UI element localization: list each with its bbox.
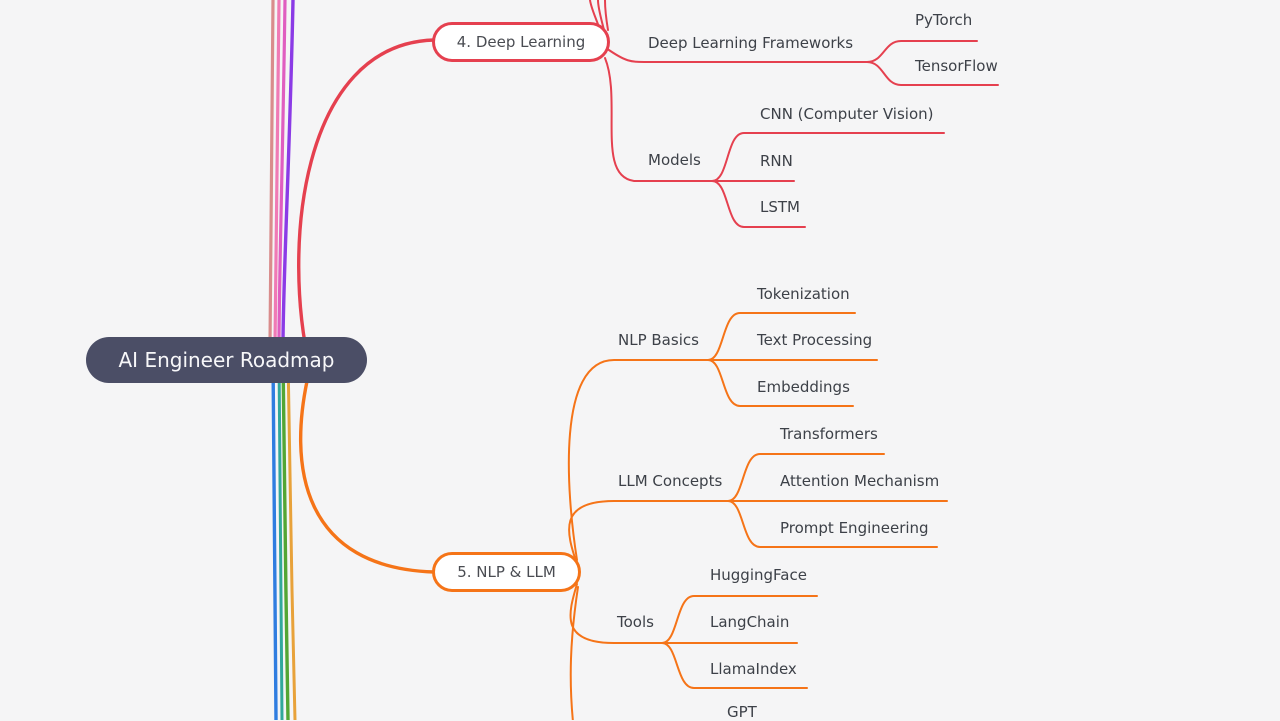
node-cnn[interactable]: CNN (Computer Vision): [760, 105, 934, 123]
node-langchain[interactable]: LangChain: [710, 613, 790, 631]
offscreen-trunks-below: [271, 356, 297, 720]
node-text-processing[interactable]: Text Processing: [757, 331, 873, 349]
node-nlp-llm-label: 5. NLP & LLM: [457, 563, 556, 581]
node-tensorflow[interactable]: TensorFlow: [915, 57, 998, 75]
node-gpt[interactable]: GPT: [727, 703, 757, 721]
node-llm-concepts[interactable]: LLM Concepts: [618, 472, 723, 490]
node-prompt-engineering[interactable]: Prompt Engineering: [780, 519, 929, 537]
branch-deep-learning-edges: [297, 0, 999, 370]
node-lstm[interactable]: LSTM: [760, 198, 800, 216]
node-huggingface[interactable]: HuggingFace: [710, 566, 807, 584]
branch-nlp-llm-edges: [299, 312, 948, 720]
node-deep-learning-label: 4. Deep Learning: [456, 33, 586, 51]
root-node[interactable]: AI Engineer Roadmap: [86, 337, 367, 383]
node-pytorch[interactable]: PyTorch: [915, 11, 973, 29]
node-nlp-basics[interactable]: NLP Basics: [618, 331, 699, 349]
node-transformers[interactable]: Transformers: [780, 425, 878, 443]
node-models[interactable]: Models: [648, 151, 701, 169]
node-deep-learning[interactable]: 4. Deep Learning: [432, 22, 610, 62]
root-node-label: AI Engineer Roadmap: [118, 348, 335, 372]
node-tools[interactable]: Tools: [617, 613, 654, 631]
node-nlp-llm[interactable]: 5. NLP & LLM: [432, 552, 581, 592]
node-embeddings[interactable]: Embeddings: [757, 378, 850, 396]
node-rnn[interactable]: RNN: [760, 152, 793, 170]
node-llamaindex[interactable]: LlamaIndex: [710, 660, 797, 678]
node-attention-mechanism[interactable]: Attention Mechanism: [780, 472, 940, 490]
offscreen-trunks-above: [268, 0, 295, 347]
node-tokenization[interactable]: Tokenization: [757, 285, 850, 303]
node-dl-frameworks[interactable]: Deep Learning Frameworks: [648, 34, 854, 52]
